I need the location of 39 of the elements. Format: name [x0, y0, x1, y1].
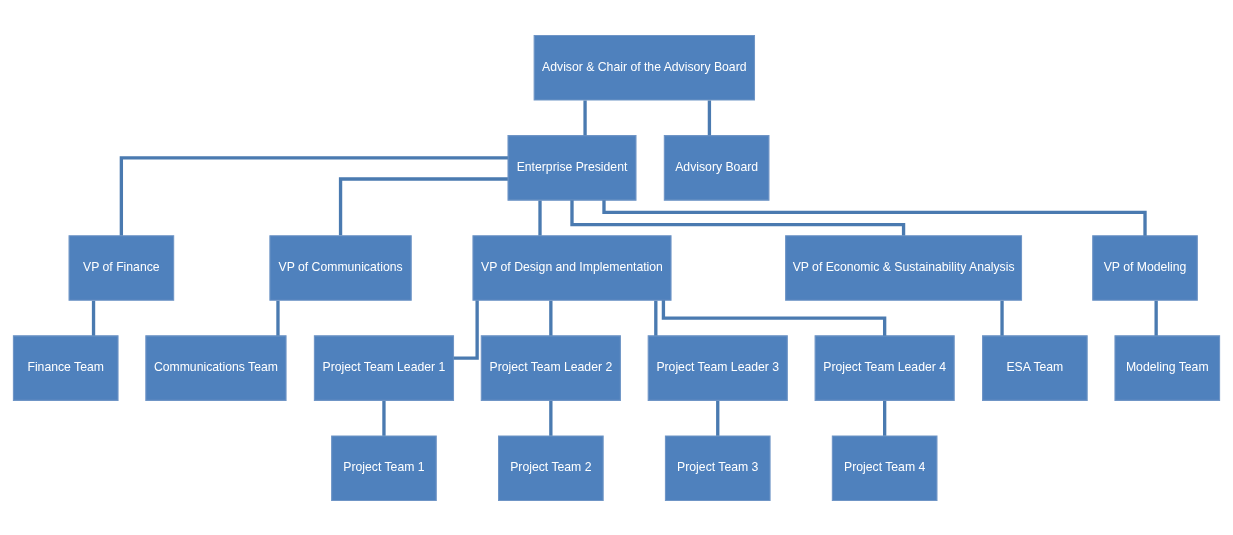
- node-box: Communications Team: [145, 334, 287, 401]
- connector: [538, 200, 542, 235]
- node-box: Project Team Leader 4: [814, 334, 955, 401]
- node-box: Project Team 2: [498, 434, 604, 501]
- connector: [453, 300, 479, 360]
- node-box: VP of Design and Implementation: [472, 234, 672, 301]
- node-box: VP of Communications: [269, 234, 412, 301]
- node-box: VP of Modeling: [1092, 234, 1198, 301]
- node-box: Finance Team: [12, 334, 119, 401]
- node-box: Project Team Leader 1: [313, 334, 455, 401]
- connector: [549, 300, 553, 336]
- connector: [338, 176, 508, 235]
- node-box: Project Team 1: [331, 434, 437, 501]
- node-box: Modeling Team: [1114, 334, 1221, 401]
- connector: [654, 300, 658, 336]
- connector: [602, 199, 1147, 236]
- node-box: Project Team Leader 2: [480, 334, 621, 401]
- connector: [661, 299, 887, 336]
- node-box: ESA Team: [982, 334, 1088, 401]
- node-box: Advisory Board: [663, 134, 770, 201]
- connector: [382, 400, 386, 436]
- node-box: VP of Economic & Sustainability Analysis: [785, 234, 1023, 301]
- connector: [883, 400, 887, 436]
- connector: [91, 300, 96, 336]
- connector: [716, 400, 720, 436]
- connector: [119, 155, 508, 236]
- connector: [1154, 300, 1158, 336]
- connector: [583, 100, 587, 135]
- connector: [1000, 300, 1004, 336]
- node-box: Project Team Leader 3: [647, 334, 788, 401]
- node-box: Enterprise President: [507, 134, 637, 201]
- node-box: Project Team 4: [831, 434, 938, 501]
- connector: [549, 400, 553, 436]
- connector: [707, 100, 712, 135]
- node-box: VP of Finance: [68, 234, 175, 301]
- connector: [276, 300, 280, 336]
- connector: [570, 199, 906, 236]
- node-box: Advisor & Chair of the Advisory Board: [533, 34, 756, 101]
- node-box: Project Team 3: [664, 434, 771, 501]
